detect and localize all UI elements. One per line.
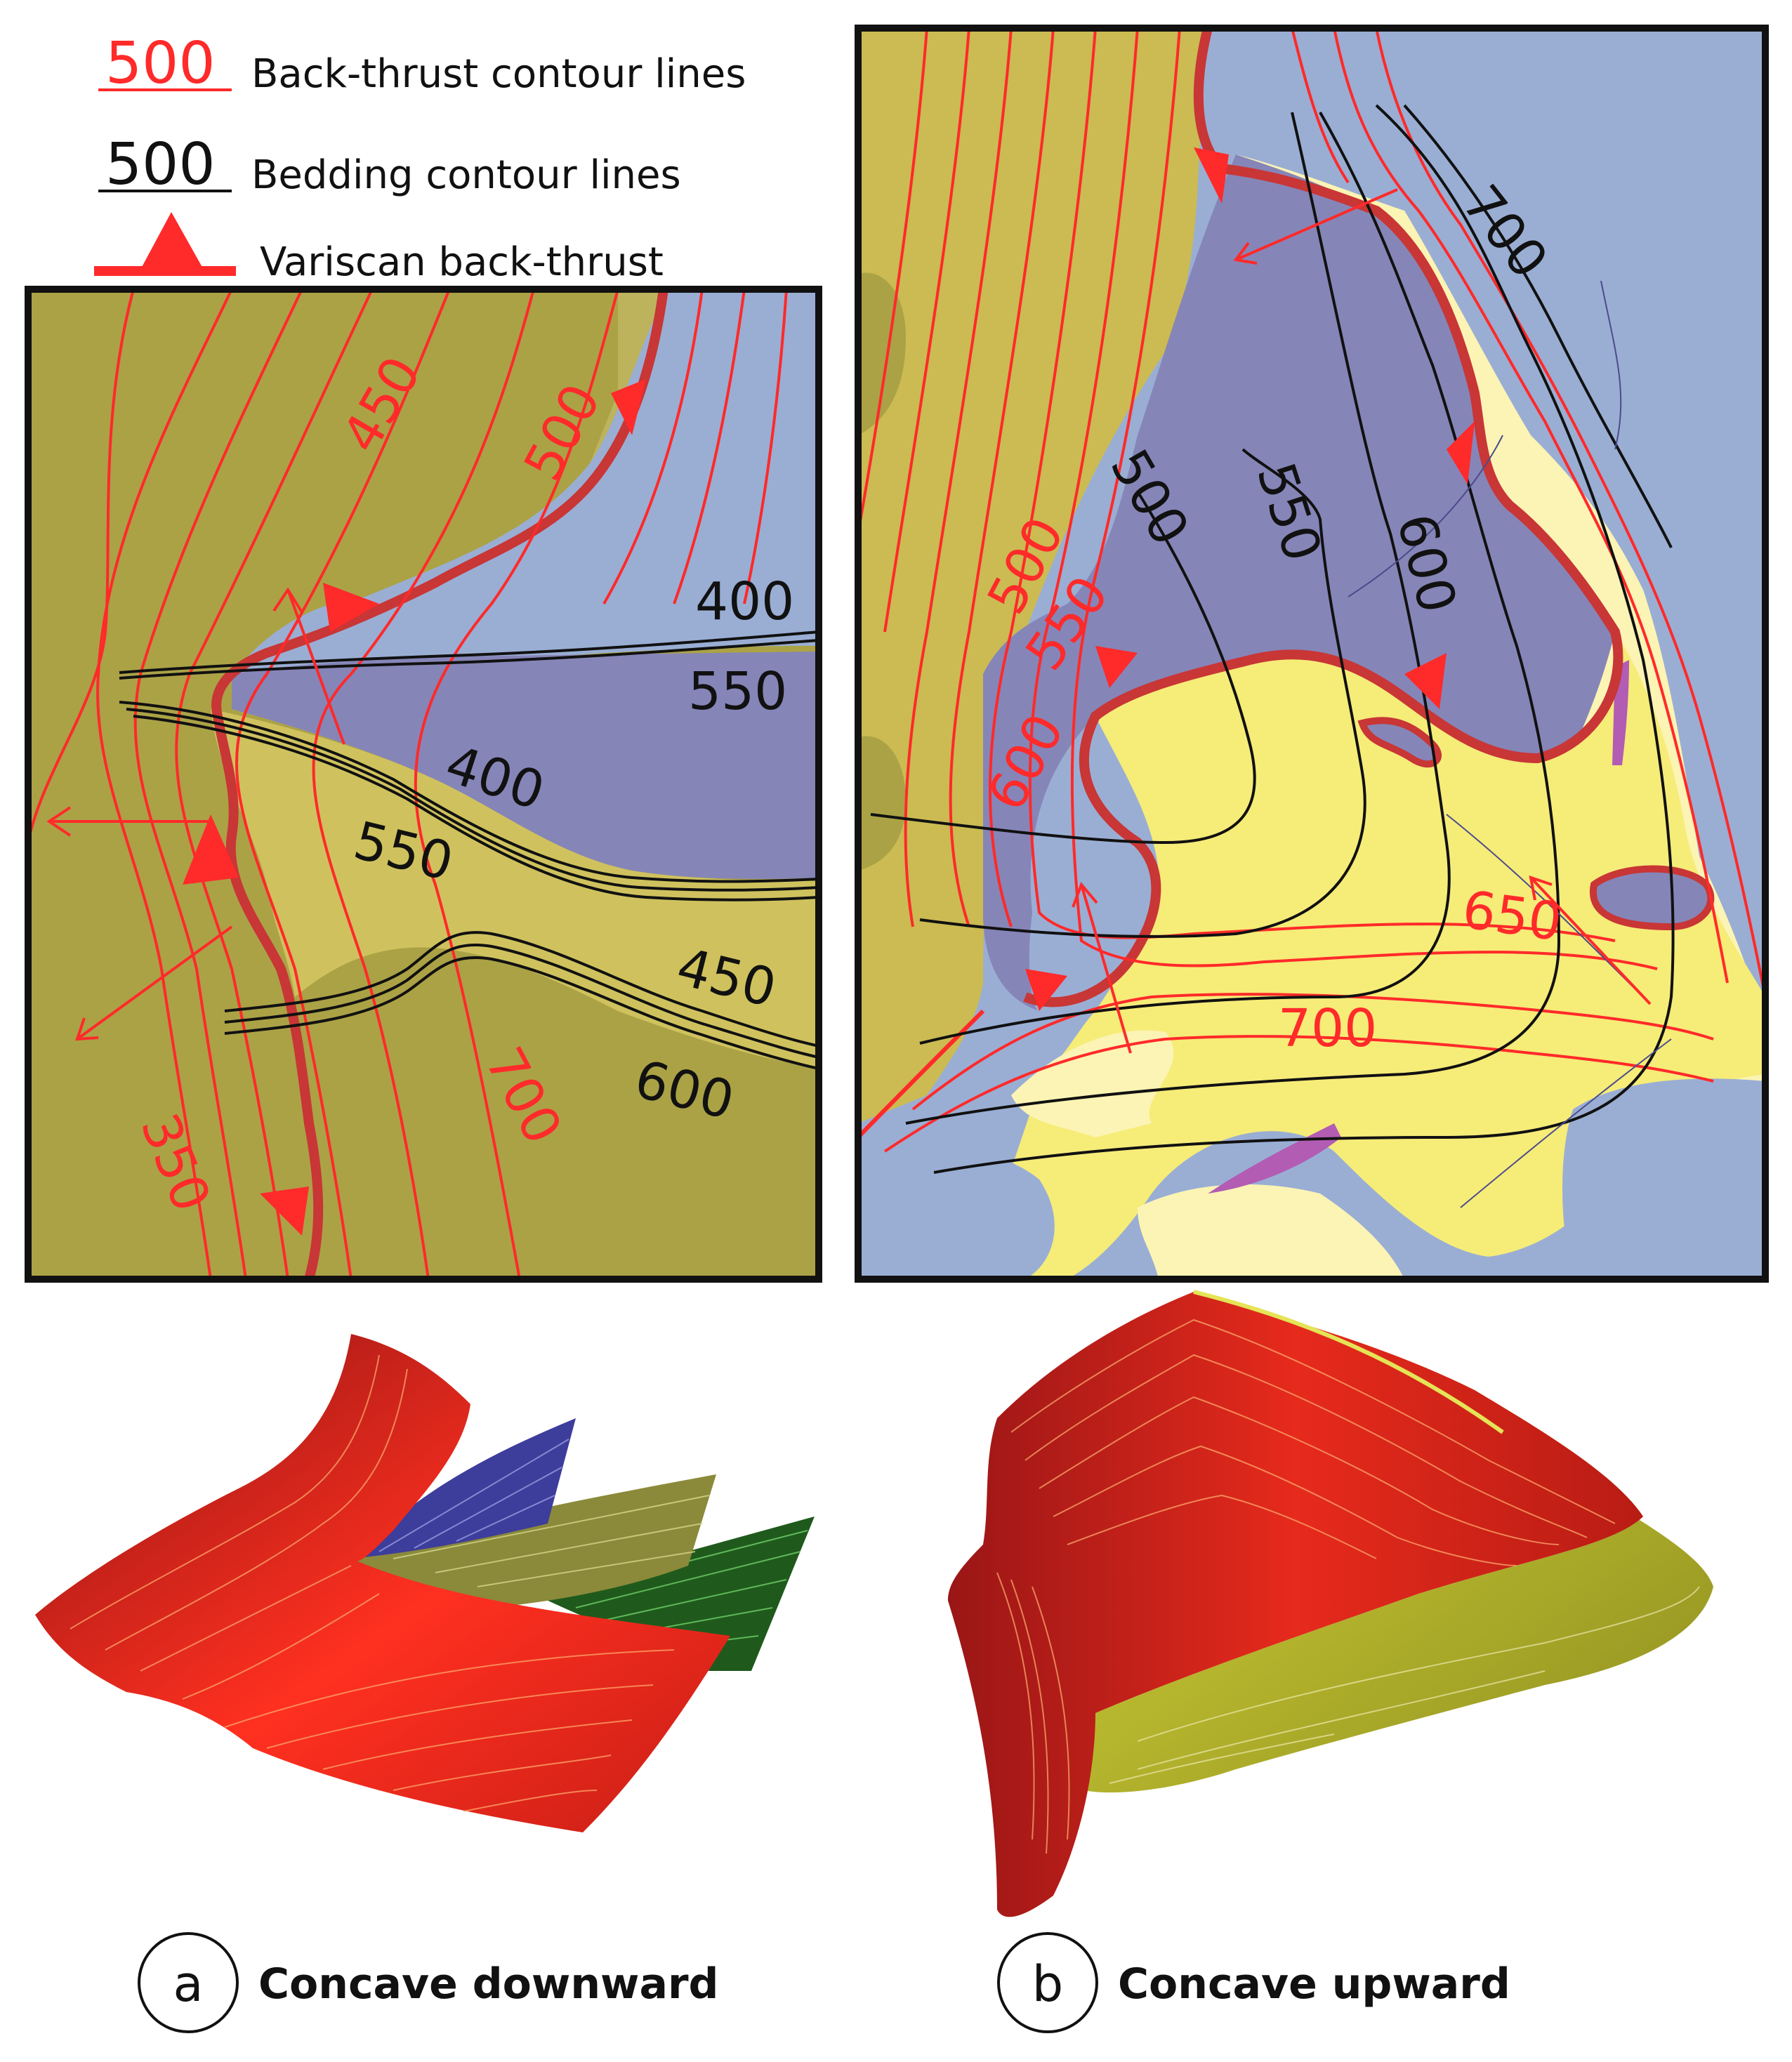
map-panel-b: 500 550 600 650 700 700 500 550 600 [855,25,1769,1283]
caption-a: a Concave downward [138,1932,719,2033]
panel-letter-b: b [1032,1955,1063,2013]
panel-letter-circle-a [138,1932,239,2033]
legend-thrust-triangle-icon [140,212,204,270]
map-panel-a: 450 500 700 350 400 550 400 550 450 600 [25,286,822,1283]
legend-bedding-label: Bedding contour lines [251,152,681,198]
map-b-red-label-5: 700 [1278,998,1377,1059]
panel-letter-circle-b [997,1932,1098,2033]
legend-bedding-sample: 500 [105,131,216,198]
legend-back-thrust-label: Back-thrust contour lines [251,51,746,97]
surface-model-b [948,1290,1713,1917]
panel-letter-a: a [173,1955,204,2013]
surface-model-a [35,1334,815,1832]
caption-text-a: Concave downward [258,1959,719,2009]
legend: 500 Back-thrust contour lines 500 Beddin… [94,30,746,285]
map-a-black-label-2: 550 [688,661,787,722]
legend-back-thrust-sample: 500 [105,30,216,97]
caption-text-b: Concave upward [1118,1959,1510,2009]
map-a-black-label-1: 400 [695,571,794,632]
legend-variscan-label: Variscan back-thrust [260,239,664,285]
map-b-red-label-4: 650 [1458,880,1565,953]
caption-b: b Concave upward [997,1932,1510,2033]
